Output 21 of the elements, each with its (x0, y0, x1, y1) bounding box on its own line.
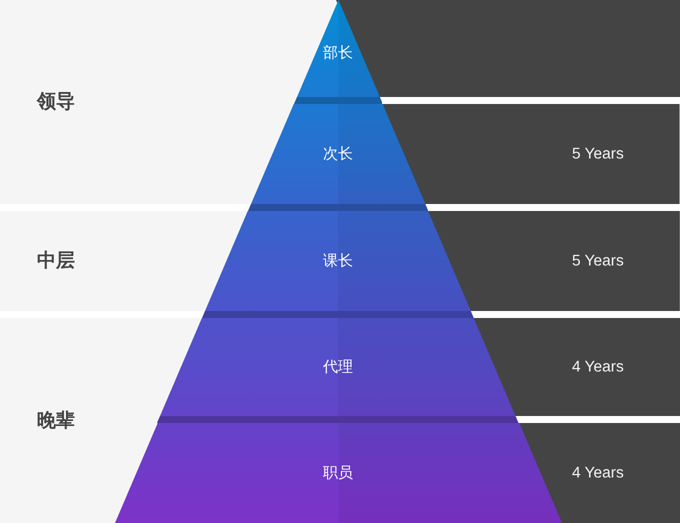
pyramid-level (250, 104, 426, 204)
duration-label: 5 Years (572, 146, 624, 162)
level-label: 次长 (322, 146, 353, 162)
row-band (426, 211, 680, 311)
level-label: 职员 (323, 466, 353, 480)
pyramid-level (160, 318, 516, 416)
duration-label: 5 Years (572, 253, 624, 269)
tier-label: 晚辈 (37, 411, 75, 430)
tier-label: 领导 (37, 92, 75, 112)
level-label: 代理 (322, 360, 353, 374)
duration-label: 4 Years (572, 465, 624, 481)
row-band (380, 104, 680, 204)
tier-label: 中层 (37, 252, 75, 270)
duration-label: 4 Years (572, 359, 624, 375)
row-band (516, 423, 680, 523)
tier-band (0, 318, 204, 523)
level-label: 课长 (322, 254, 353, 268)
level-label: 部长 (322, 46, 353, 60)
tier-band (0, 211, 250, 311)
pyramid-level (296, 0, 380, 97)
pyramid-level (205, 211, 471, 311)
